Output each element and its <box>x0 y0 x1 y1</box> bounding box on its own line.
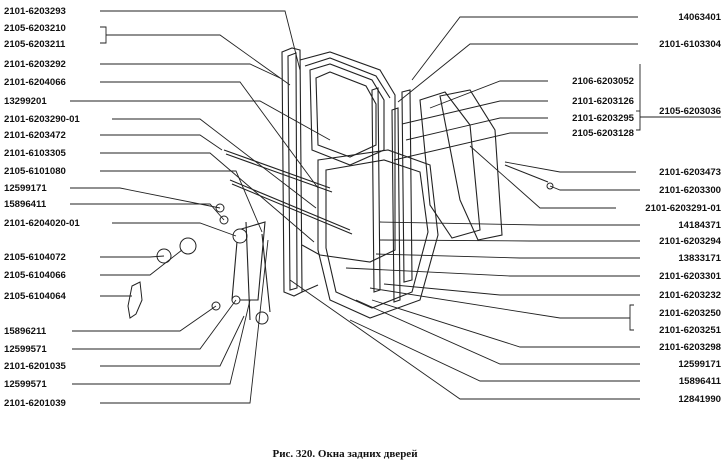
left-labels: 2101-6203293 2105-6203210 2105-6203211 2… <box>4 6 80 409</box>
label-15896411: 15896411 <box>4 199 47 210</box>
door-drawing <box>127 47 554 325</box>
label-2105-6104072: 2105-6104072 <box>4 252 66 263</box>
label-2101-6201035: 2101-6201035 <box>4 361 67 372</box>
label-12599571-a: 12599571 <box>4 344 47 355</box>
label-2105-6203036: 2105-6203036 <box>659 106 721 117</box>
label-14184371: 14184371 <box>678 220 721 231</box>
figure-caption: Рис. 320. Окна задних дверей <box>272 448 418 460</box>
label-2101-6201039: 2101-6201039 <box>4 398 66 409</box>
right-labels: 14063401 2101-6103304 2106-6203052 2101-… <box>572 12 722 405</box>
leader-lines <box>70 10 641 404</box>
label-2101-6203291-01: 2101-6203291-01 <box>645 203 721 214</box>
label-12599571-b: 12599571 <box>4 379 47 390</box>
label-2101-6203295: 2101-6203295 <box>572 113 635 124</box>
label-2101-6203290-01: 2101-6203290-01 <box>4 114 80 125</box>
label-2101-6103305: 2101-6103305 <box>4 148 67 159</box>
label-12599171: 12599171 <box>4 183 47 194</box>
label-2105-6104066: 2105-6104066 <box>4 270 66 281</box>
label-2101-6203250: 2101-6203250 <box>659 308 721 319</box>
label-2101-6203473: 2101-6203473 <box>659 167 721 178</box>
label-2101-6203294: 2101-6203294 <box>659 236 722 247</box>
label-2105-6203210: 2105-6203210 <box>4 23 66 34</box>
label-15896211: 15896211 <box>4 326 47 337</box>
label-2105-6104064: 2105-6104064 <box>4 291 67 302</box>
label-2101-6103304: 2101-6103304 <box>659 39 722 50</box>
label-13299201: 13299201 <box>4 96 47 107</box>
label-2106-6203052: 2106-6203052 <box>572 76 634 87</box>
label-14063401: 14063401 <box>678 12 721 23</box>
label-2101-6203293: 2101-6203293 <box>4 6 66 17</box>
label-2101-6203472: 2101-6203472 <box>4 130 66 141</box>
label-2101-6203292: 2101-6203292 <box>4 59 66 70</box>
label-2101-6203232: 2101-6203232 <box>659 290 721 301</box>
label-2101-6203251: 2101-6203251 <box>659 325 722 336</box>
label-2101-6203301: 2101-6203301 <box>659 271 722 282</box>
label-13833171: 13833171 <box>678 253 721 264</box>
label-2101-6203298: 2101-6203298 <box>659 342 722 353</box>
label-2105-6203128: 2105-6203128 <box>572 128 635 139</box>
label-12841990: 12841990 <box>678 394 721 405</box>
label-2101-6204066: 2101-6204066 <box>4 77 66 88</box>
label-2105-6101080: 2105-6101080 <box>4 166 66 177</box>
label-2101-6203300: 2101-6203300 <box>659 185 721 196</box>
label-2101-6204020-01: 2101-6204020-01 <box>4 218 80 229</box>
label-2101-6203126: 2101-6203126 <box>572 96 634 107</box>
label-12599171-right: 12599171 <box>678 359 721 370</box>
label-2105-6203211: 2105-6203211 <box>4 39 66 50</box>
label-15896411-right: 15896411 <box>679 376 722 387</box>
